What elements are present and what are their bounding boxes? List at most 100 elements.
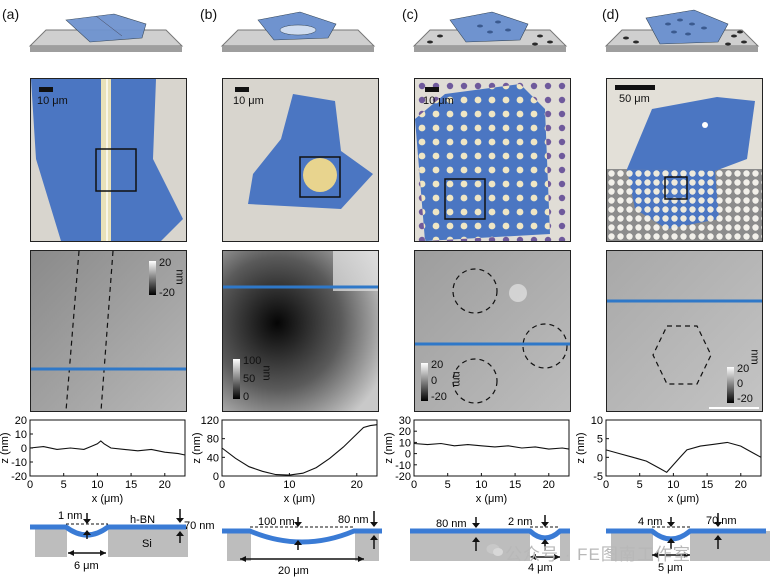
x-tick-label-d: 20 xyxy=(735,479,747,491)
x-tick-label-a: 15 xyxy=(125,479,137,491)
x-tick-label-c: 10 xyxy=(475,479,487,491)
x-axis-label-b: x (μm) xyxy=(284,493,315,505)
schematic-height-c: 80 nm xyxy=(436,518,467,530)
y-tick-label-a: -10 xyxy=(11,457,27,469)
y-axis-label-a: z (nm) xyxy=(0,432,11,463)
device-illustration-c xyxy=(412,11,568,52)
colorbar-mid-c: 0 xyxy=(431,375,438,387)
x-tick-label-c: 0 xyxy=(411,479,417,491)
profile-frame-d xyxy=(605,419,762,477)
optical-image-d: 50 μm xyxy=(606,78,763,242)
schematic-substrate-a: Si xyxy=(142,538,152,550)
y-tick-label-c: 0 xyxy=(405,449,411,461)
y-tick-label-b: 0 xyxy=(213,471,219,483)
colorbar-unit-b: nm xyxy=(260,365,273,381)
device-illustration-d xyxy=(604,9,760,52)
schematic-dip-b: 100 nm xyxy=(258,516,295,528)
x-tick-label-a: 20 xyxy=(159,479,171,491)
y-axis-label-d: z (nm) xyxy=(575,432,587,463)
x-tick-label-a: 5 xyxy=(61,479,67,491)
scale-label-b: 10 μm xyxy=(233,95,264,107)
optical-image-b: 10 μm xyxy=(222,78,379,242)
schematic-b: 100 nm 80 nm 20 μm xyxy=(222,511,382,577)
x-tick-label-c: 5 xyxy=(445,479,451,491)
schematic-height-d: 70 nm xyxy=(706,515,737,527)
colorbar-max-c: 20 xyxy=(431,359,444,371)
y-tick-label-d: 5 xyxy=(597,434,603,446)
watermark-text: 公众号 · FE图南工作室 xyxy=(505,545,691,564)
schematic-dip-d: 4 nm xyxy=(638,516,662,528)
x-tick-label-d: 10 xyxy=(667,479,679,491)
schematic-dip-c: 2 nm xyxy=(508,516,532,528)
schematic-c: 80 nm 2 nm 4 μm xyxy=(410,515,570,574)
colorbar-unit-a: nm xyxy=(173,269,186,285)
panel-label-c: (c) xyxy=(402,6,419,22)
schematic-dip-a: 1 nm xyxy=(58,510,82,522)
y-tick-label-a: -20 xyxy=(11,471,27,483)
x-tick-label-b: 0 xyxy=(219,479,225,491)
y-tick-label-c: -10 xyxy=(395,460,411,472)
colorbar-mid-b: 50 xyxy=(243,373,256,385)
x-tick-label-d: 15 xyxy=(701,479,713,491)
device-illustration-a xyxy=(28,13,184,52)
panel-label-d: (d) xyxy=(602,6,620,22)
panel-label-b: (b) xyxy=(200,6,218,22)
schematic-height-b: 80 nm xyxy=(338,514,369,526)
y-tick-label-a: 0 xyxy=(21,443,27,455)
schematic-width-b: 20 μm xyxy=(278,565,309,577)
profile-series-c xyxy=(413,442,570,450)
scale-label-a: 10 μm xyxy=(37,95,68,107)
y-tick-label-b: 80 xyxy=(207,434,219,446)
x-axis-label-d: x (μm) xyxy=(668,493,699,505)
y-axis-label-b: z (nm) xyxy=(191,432,203,463)
colorbar-max-b: 100 xyxy=(243,355,262,367)
scale-bar-a xyxy=(39,87,53,92)
device-illustration-b xyxy=(220,11,376,52)
x-tick-label-d: 0 xyxy=(603,479,609,491)
colorbar-mid-d: 0 xyxy=(737,378,744,390)
column-b: (b) 10 μm xyxy=(191,0,412,582)
profile-frame-c xyxy=(413,419,570,477)
x-tick-label-a: 0 xyxy=(27,479,33,491)
y-tick-label-b: 40 xyxy=(207,452,219,464)
optical-image-c: 10 μm xyxy=(414,78,571,242)
scale-label-d: 50 μm xyxy=(619,93,650,105)
panel-label-a: (a) xyxy=(2,6,20,22)
y-tick-label-c: 20 xyxy=(399,426,411,438)
colorbar-min-a: -20 xyxy=(159,287,175,299)
afm-map-c: 20 0 -20 nm xyxy=(414,250,571,412)
wechat-icon xyxy=(486,544,503,556)
colorbar-min-c: -20 xyxy=(431,391,447,403)
y-tick-label-d: 0 xyxy=(597,452,603,464)
x-tick-label-b: 20 xyxy=(351,479,363,491)
profile-series-d xyxy=(605,441,762,473)
y-tick-label-a: 10 xyxy=(15,429,27,441)
x-tick-label-d: 5 xyxy=(637,479,643,491)
y-tick-label-a: 20 xyxy=(15,415,27,427)
afm-map-b: 100 50 0 nm xyxy=(222,250,379,412)
scale-label-c: 10 μm xyxy=(423,95,454,107)
optical-image-a: 10 μm xyxy=(30,78,187,242)
x-axis-label-c: x (μm) xyxy=(476,493,507,505)
y-tick-label-c: -20 xyxy=(395,471,411,483)
profile-frame-a xyxy=(29,419,186,477)
scale-bar-b xyxy=(235,87,249,92)
schematic-height-a: 70 nm xyxy=(184,520,215,532)
profile-series-a xyxy=(29,440,186,456)
colorbar-max-a: 20 xyxy=(159,257,172,269)
column-a: (a) 10 μm xyxy=(0,0,220,582)
colorbar-min-d: -20 xyxy=(737,393,753,405)
y-tick-label-c: 10 xyxy=(399,437,411,449)
y-tick-label-b: 120 xyxy=(201,415,219,427)
schematic-width-d: 5 μm xyxy=(658,562,683,574)
y-tick-label-d: -5 xyxy=(593,471,603,483)
y-tick-label-d: 10 xyxy=(591,415,603,427)
y-axis-label-c: z (nm) xyxy=(383,432,395,463)
colorbar-min-b: 0 xyxy=(243,391,250,403)
colorbar-unit-d: nm xyxy=(748,349,761,365)
column-d: (d) xyxy=(575,0,778,582)
colorbar-unit-c: nm xyxy=(450,371,463,387)
